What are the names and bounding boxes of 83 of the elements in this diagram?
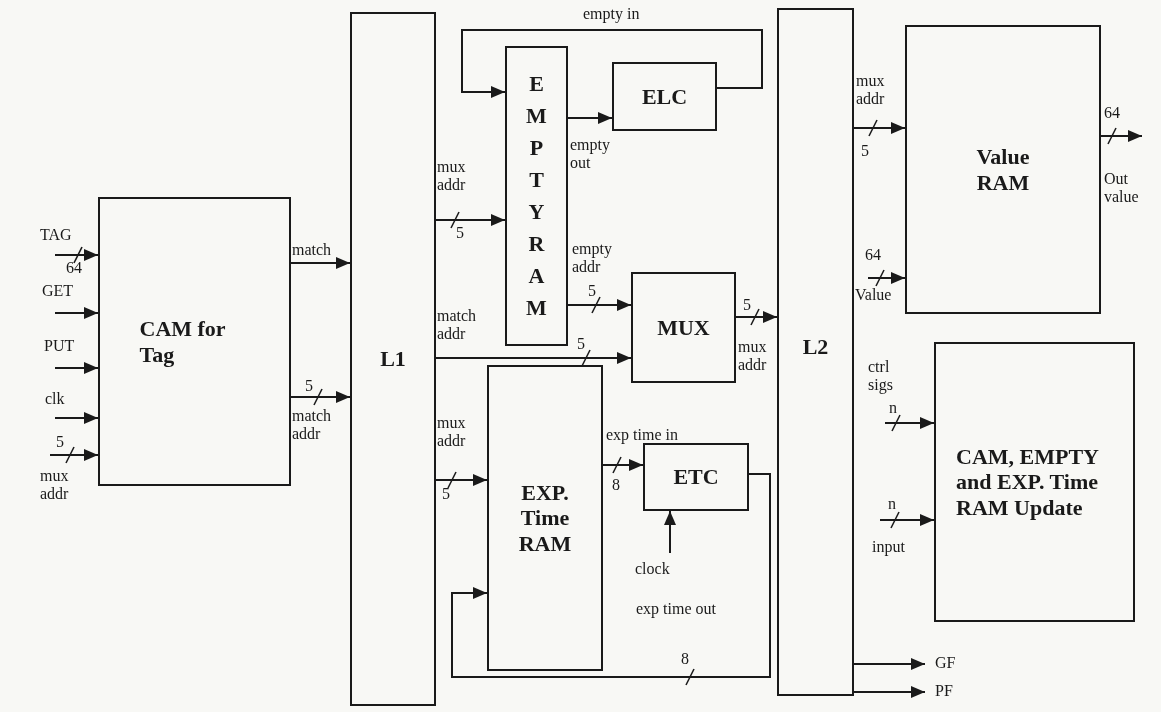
- arrow: [664, 510, 676, 554]
- bus-width-label: n: [889, 399, 897, 417]
- arrow: [435, 474, 488, 486]
- bus-width-label: 64: [66, 259, 82, 277]
- block-title: EMPTY RAM: [525, 70, 548, 322]
- logic-block: [612, 62, 717, 131]
- bus-width-label: 5: [456, 224, 464, 242]
- signal-label: mux addr: [856, 72, 886, 108]
- arrow: [567, 112, 613, 124]
- ram-block: [905, 25, 1101, 314]
- multiplexer-block: [631, 272, 736, 383]
- signal-label: GET: [42, 282, 74, 300]
- bus-width-label: 5: [442, 485, 450, 503]
- bus-width-label: 8: [681, 650, 689, 668]
- bus-width-label: 5: [743, 296, 751, 314]
- block-title: CAM, EMPTY and EXP. Time RAM Update: [956, 444, 1100, 520]
- signal-label: mux addr: [437, 158, 467, 194]
- arrow: [54, 307, 99, 319]
- arrow: [853, 122, 906, 134]
- arrow: [867, 272, 906, 284]
- block-title: ELC: [641, 83, 688, 110]
- cam-block: [98, 197, 291, 486]
- block-title: L1: [380, 346, 406, 372]
- signal-label: empty out: [570, 136, 610, 172]
- arrow: [1100, 130, 1143, 142]
- arrow: [735, 311, 778, 323]
- signal-label: mux addr: [40, 467, 70, 503]
- logic-block: [643, 443, 749, 511]
- bus-width-label: 5: [305, 377, 313, 395]
- block-title: CAM for Tag: [139, 316, 227, 367]
- arrow: [435, 214, 506, 226]
- arrow: [853, 686, 926, 698]
- signal-label: match addr: [292, 407, 332, 443]
- signal-label: empty in: [583, 5, 640, 23]
- arrow: [54, 249, 99, 261]
- arrow: [461, 29, 763, 98]
- arrow: [567, 299, 632, 311]
- signal-label: clock: [635, 560, 670, 578]
- bus-width-label: 64: [865, 246, 881, 264]
- latch-block: [350, 12, 436, 706]
- update-block: [934, 342, 1135, 622]
- arrow: [54, 362, 99, 374]
- ram-block: [487, 365, 603, 671]
- arrow: [290, 257, 351, 269]
- block-title: EXP. Time RAM: [517, 480, 573, 556]
- bus-width-label: 5: [577, 335, 585, 353]
- signal-label: mux addr: [738, 338, 768, 374]
- signal-label: PF: [935, 682, 953, 700]
- arrow: [435, 352, 632, 364]
- arrow: [853, 658, 926, 670]
- latch-block: [777, 8, 854, 696]
- signal-label: mux addr: [437, 414, 467, 450]
- arrow: [884, 417, 935, 429]
- block-title: ETC: [673, 464, 719, 490]
- ram-block: [505, 46, 568, 346]
- signal-label: match addr: [437, 307, 477, 343]
- arrow: [602, 459, 644, 471]
- signal-label: empty addr: [572, 240, 612, 276]
- signal-label: PUT: [44, 337, 75, 355]
- bus-width-label: 5: [56, 433, 64, 451]
- signal-label: exp time out: [636, 600, 716, 618]
- arrow: [879, 514, 935, 526]
- signal-label: ctrl sigs: [868, 358, 894, 394]
- signal-label: Value: [855, 286, 892, 304]
- arrow: [49, 449, 99, 461]
- block-title: MUX: [657, 314, 710, 341]
- bus-width-label: n: [888, 495, 896, 513]
- signal-label: match: [292, 241, 332, 259]
- bus-width-label: 5: [588, 282, 596, 300]
- block-title: L2: [802, 334, 829, 360]
- signal-label: clk: [45, 390, 65, 408]
- block-title: Value RAM: [975, 144, 1031, 195]
- signal-label: input: [872, 538, 905, 556]
- signal-label: GF: [935, 654, 956, 672]
- signal-label: exp time in: [606, 426, 678, 444]
- arrow: [54, 412, 99, 424]
- signal-label: TAG: [40, 226, 72, 244]
- bus-width-label: 8: [612, 476, 620, 494]
- bus-width-label: 5: [861, 142, 869, 160]
- arrow: [451, 473, 771, 678]
- bus-width-label: 64: [1104, 104, 1120, 122]
- arrow: [290, 391, 351, 403]
- signal-label: Out value: [1104, 170, 1140, 206]
